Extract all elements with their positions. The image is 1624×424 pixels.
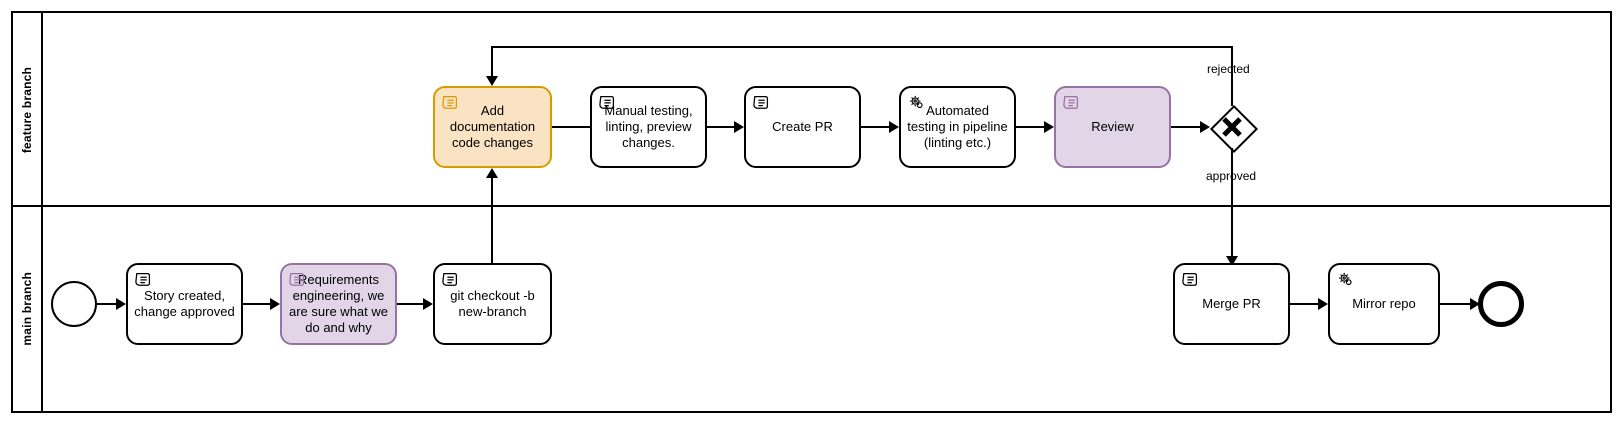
manual-task-icon bbox=[1063, 95, 1079, 109]
task-label: git checkout -b new-branch bbox=[450, 288, 535, 319]
task-add-documentation[interactable]: Add documentation code changes bbox=[433, 86, 552, 168]
manual-task-icon bbox=[135, 272, 151, 286]
flow-rejected-segment-left bbox=[491, 46, 1233, 48]
task-git-checkout[interactable]: git checkout -b new-branch bbox=[433, 263, 552, 345]
flow-rejected-segment-up bbox=[1231, 46, 1233, 106]
task-label: Add documentation code changes bbox=[449, 103, 536, 150]
flow-automatedtesting-to-review bbox=[1016, 126, 1046, 128]
flow-automatedtesting-arrowhead bbox=[889, 121, 899, 133]
manual-task-icon bbox=[1182, 272, 1198, 286]
task-merge-pr[interactable]: Merge PR bbox=[1173, 263, 1290, 345]
flow-review-to-gateway bbox=[1171, 126, 1202, 128]
lane-header-main-branch: main branch bbox=[13, 207, 43, 411]
task-review[interactable]: Review bbox=[1054, 86, 1171, 168]
task-create-pr[interactable]: Create PR bbox=[744, 86, 861, 168]
gateway-review-decision[interactable] bbox=[1209, 104, 1259, 154]
manual-task-icon bbox=[753, 95, 769, 109]
task-automated-testing[interactable]: Automated testing in pipeline (linting e… bbox=[899, 86, 1016, 168]
task-label: Automated testing in pipeline (linting e… bbox=[907, 103, 1008, 150]
flow-story-to-requirements bbox=[243, 303, 272, 305]
task-label: Story created, change approved bbox=[134, 288, 235, 319]
end-event[interactable] bbox=[1478, 281, 1524, 327]
gateway-x-icon bbox=[1222, 117, 1242, 137]
flow-rejected-arrowhead bbox=[486, 76, 498, 86]
flow-requirements-arrowhead bbox=[270, 298, 280, 310]
flow-requirements-to-gitcheckout bbox=[397, 303, 425, 305]
flow-manualtesting-to-createpr bbox=[707, 126, 736, 128]
flow-story-arrowhead bbox=[116, 298, 126, 310]
lane-label-feature-branch: feature branch bbox=[20, 66, 34, 154]
flow-mergepr-to-mirrorrepo bbox=[1290, 303, 1320, 305]
flow-review-arrowhead bbox=[1044, 121, 1054, 133]
task-label: Requirements engineering, we are sure wh… bbox=[289, 272, 388, 335]
flow-label-rejected: rejected bbox=[1207, 62, 1250, 76]
task-label: Merge PR bbox=[1202, 296, 1261, 311]
flow-createpr-to-automatedtesting bbox=[861, 126, 891, 128]
manual-task-icon bbox=[442, 272, 458, 286]
task-label: Manual testing, linting, preview changes… bbox=[604, 103, 693, 150]
lane-divider bbox=[13, 205, 1610, 207]
flow-adddoc-bottom-arrowhead bbox=[486, 168, 498, 178]
task-label: Create PR bbox=[772, 119, 833, 134]
task-story-created[interactable]: Story created, change approved bbox=[126, 263, 243, 345]
task-requirements-engineering[interactable]: Requirements engineering, we are sure wh… bbox=[280, 263, 397, 345]
flow-start-to-story bbox=[97, 303, 118, 305]
flow-adddoc-to-manualtesting bbox=[552, 126, 590, 128]
service-task-icon bbox=[1338, 272, 1352, 286]
lane-label-main-branch: main branch bbox=[20, 272, 34, 346]
flow-label-approved: approved bbox=[1206, 169, 1257, 183]
task-mirror-repo[interactable]: Mirror repo bbox=[1328, 263, 1440, 345]
flow-approved-segment bbox=[1231, 148, 1233, 258]
flow-mirrorrepo-arrowhead bbox=[1318, 298, 1328, 310]
flow-rejected-segment-down bbox=[491, 46, 493, 80]
process-pool: feature branch main branch bbox=[11, 11, 1612, 413]
task-label: Mirror repo bbox=[1352, 296, 1416, 311]
flow-end-arrowhead bbox=[1470, 298, 1480, 310]
flow-approved-arrowhead bbox=[1226, 256, 1238, 266]
flow-gitcheckout-arrowhead bbox=[423, 298, 433, 310]
flow-gitcheckout-to-adddoc bbox=[491, 178, 493, 263]
start-event[interactable] bbox=[51, 281, 97, 327]
task-manual-testing[interactable]: Manual testing, linting, preview changes… bbox=[590, 86, 707, 168]
flow-gateway-arrowhead bbox=[1200, 121, 1210, 133]
task-label: Review bbox=[1091, 119, 1134, 134]
lane-header-feature-branch: feature branch bbox=[13, 13, 43, 207]
flow-mirrorrepo-to-end bbox=[1440, 303, 1472, 305]
flow-createpr-arrowhead bbox=[734, 121, 744, 133]
